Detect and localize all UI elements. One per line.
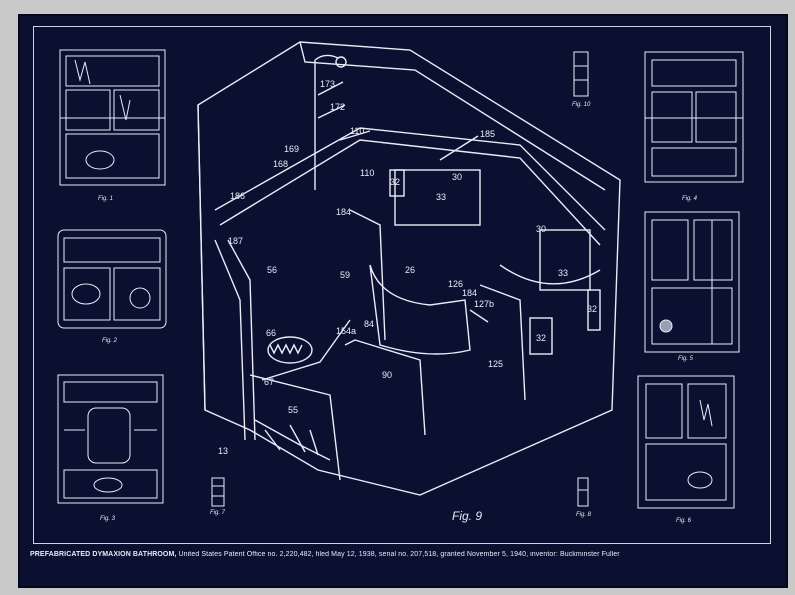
fig1-label: Fig. 1 <box>98 196 113 202</box>
callout-168: 168 <box>273 159 288 169</box>
callout-186: 186 <box>230 191 245 201</box>
callout-169: 169 <box>284 144 299 154</box>
callout-66: 66 <box>266 328 276 338</box>
callout-30-a: 30 <box>452 172 462 182</box>
callout-154a: 154a <box>336 326 356 336</box>
callout-13: 13 <box>218 446 228 456</box>
fig10-drawing <box>573 51 589 97</box>
fig5-drawing <box>644 211 740 353</box>
fig7-drawing <box>211 477 225 507</box>
callout-59: 59 <box>340 270 350 280</box>
fig6-drawing <box>637 375 735 509</box>
callout-33-b: 33 <box>558 268 568 278</box>
callout-56: 56 <box>267 265 277 275</box>
callout-numbers: 173 172 110 185 169 168 110 32 30 33 186… <box>218 79 597 456</box>
callout-125: 125 <box>488 359 503 369</box>
fig7-label: Fig. 7 <box>210 510 226 516</box>
figure-labels: Fig. 1 Fig. 2 Fig. 3 Fig. 4 Fig. 5 Fig. … <box>98 102 698 524</box>
fig1-drawing <box>59 49 166 186</box>
callout-84: 84 <box>364 319 374 329</box>
caption-details: United States Patent Office no. 2,220,48… <box>178 551 620 558</box>
fig5-label: Fig. 5 <box>678 356 694 362</box>
fig9-label: Fig. 9 <box>452 509 482 523</box>
callout-185: 185 <box>480 129 495 139</box>
callout-90: 90 <box>382 370 392 380</box>
fig6-label: Fig. 6 <box>676 518 692 524</box>
callout-110-mid: 110 <box>360 168 374 178</box>
fig2-drawing <box>57 229 167 329</box>
callout-126: 126 <box>448 279 463 289</box>
frame-border <box>33 26 771 544</box>
callout-32-b: 32 <box>587 304 597 314</box>
callout-184-b: 184 <box>462 288 477 298</box>
callout-30-b: 30 <box>536 224 546 234</box>
blueprint-sheet <box>18 14 788 588</box>
callout-184-a: 184 <box>336 207 351 217</box>
fig10-label: Fig. 10 <box>572 102 591 108</box>
callout-127b: 127b <box>474 299 494 309</box>
callout-172: 172 <box>330 102 345 112</box>
callout-187: 187 <box>228 236 243 246</box>
callout-26: 26 <box>405 265 415 275</box>
caption: PREFABRICATED DYMAXION BATHROOM, United … <box>30 551 780 558</box>
fig9-drawing <box>197 41 621 496</box>
caption-title: PREFABRICATED DYMAXION BATHROOM, <box>30 551 177 558</box>
fig3-label: Fig. 3 <box>100 516 116 522</box>
callout-110-top: 110 <box>350 126 364 136</box>
fig2-label: Fig. 2 <box>102 338 118 344</box>
fig8-label: Fig. 8 <box>576 512 592 518</box>
callout-32-c: 32 <box>536 333 546 343</box>
fig4-label: Fig. 4 <box>682 196 698 202</box>
fig8-drawing <box>577 477 589 507</box>
callout-173: 173 <box>320 79 335 89</box>
callout-67: 67 <box>264 377 274 387</box>
callout-32-a: 32 <box>390 177 400 187</box>
fig4-drawing <box>644 51 744 183</box>
callout-55: 55 <box>288 405 298 415</box>
fig3-drawing <box>57 374 164 504</box>
callout-33-a: 33 <box>436 192 446 202</box>
